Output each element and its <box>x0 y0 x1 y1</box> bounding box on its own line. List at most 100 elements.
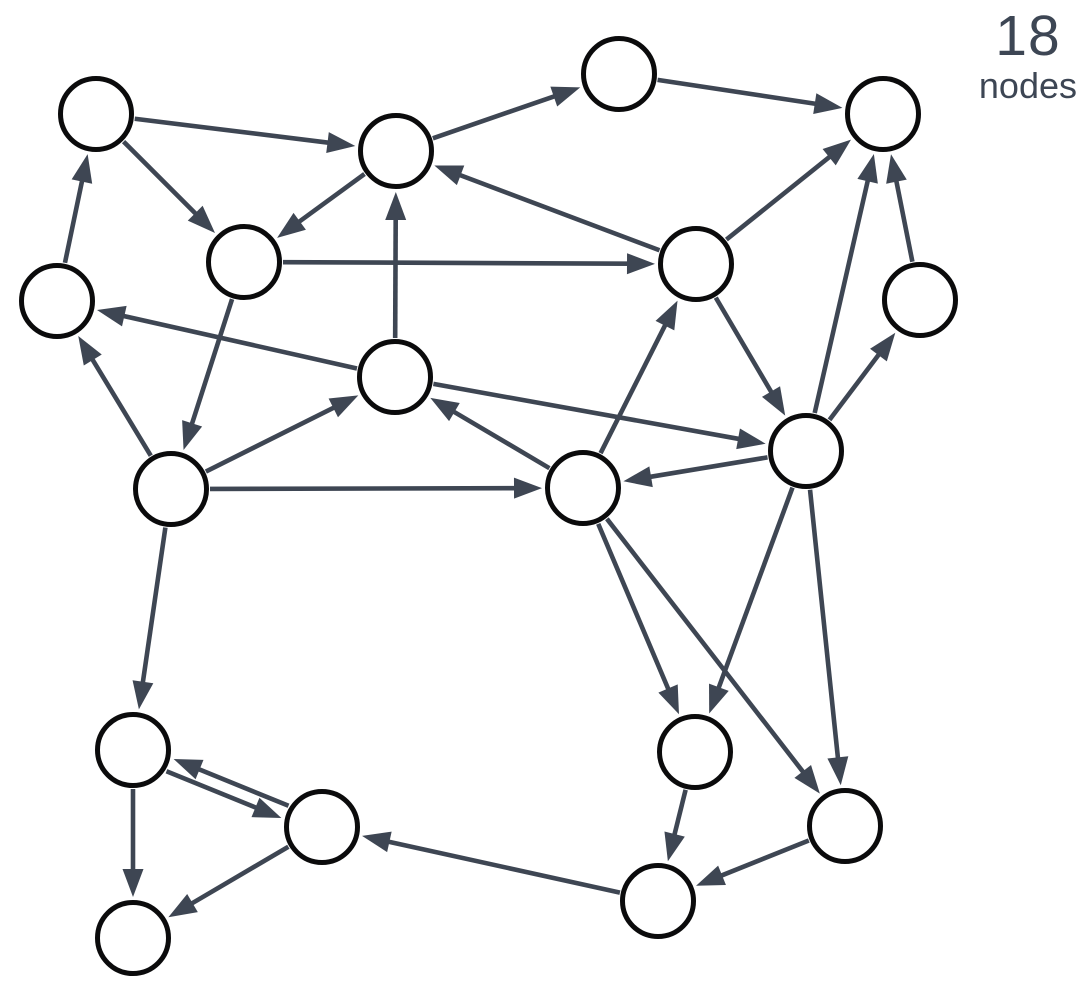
edge-line <box>715 486 795 691</box>
edge-arrowhead <box>430 397 460 422</box>
graph-edge <box>827 332 896 422</box>
edge-line <box>647 455 768 480</box>
node-count-unit: nodes <box>978 65 1077 106</box>
edge-arrowhead <box>182 420 203 450</box>
graph-node <box>19 263 95 339</box>
edge-arrowhead <box>658 684 679 715</box>
edge-line <box>807 489 841 761</box>
edge-arrowhead <box>97 305 127 327</box>
graph-edge <box>362 831 621 895</box>
edge-arrowhead <box>132 680 154 710</box>
graph-edge <box>122 789 144 897</box>
edge-line <box>596 523 672 693</box>
edge-line <box>671 789 688 838</box>
graph-edge <box>696 838 810 886</box>
graph-edge <box>165 769 282 819</box>
edge-arrowhead <box>626 253 656 275</box>
graph-edge <box>204 395 359 474</box>
graph-node <box>206 224 282 300</box>
edge-line <box>893 178 915 263</box>
graph-edge <box>709 486 795 714</box>
edge-line <box>121 139 199 217</box>
edge-arrowhead <box>794 765 820 794</box>
graph-node <box>657 714 733 790</box>
edge-arrowhead <box>434 165 465 186</box>
graph-edge <box>713 296 786 416</box>
graph-node <box>581 36 657 112</box>
edge-line <box>605 517 807 776</box>
edge-line <box>140 527 168 686</box>
edge-arrowhead <box>168 894 198 918</box>
edge-line <box>713 296 775 396</box>
edge-arrowhead <box>655 300 678 331</box>
edge-arrowhead <box>857 153 878 184</box>
graph-node <box>95 900 171 976</box>
edge-line <box>432 381 742 442</box>
graph-edge <box>434 165 661 253</box>
edge-line <box>295 172 366 225</box>
edge-line <box>718 838 810 879</box>
graph-node <box>133 451 209 527</box>
edge-line <box>657 77 819 107</box>
edge-line <box>189 298 235 427</box>
edge-arrowhead <box>813 93 843 115</box>
edge-line <box>827 351 883 422</box>
edge-arrowhead <box>385 191 407 221</box>
edge-arrowhead <box>827 756 849 786</box>
edge-line <box>195 766 290 808</box>
graph-edge <box>173 758 290 808</box>
graph-edge <box>62 154 93 264</box>
graph-edge <box>812 153 878 414</box>
edge-line <box>724 153 833 242</box>
graph-edge <box>121 139 216 234</box>
edge-arrowhead <box>187 205 216 234</box>
graph-edge <box>664 789 688 862</box>
graph-edge <box>432 381 766 450</box>
edge-line <box>209 485 518 492</box>
graph-node <box>357 339 433 415</box>
graph-edge <box>657 77 843 115</box>
graph-edge <box>168 844 290 918</box>
edge-arrowhead <box>886 154 907 184</box>
edge-line <box>188 844 290 907</box>
edge-line <box>204 404 337 474</box>
graph-edge <box>134 116 356 153</box>
edge-arrowhead <box>173 758 204 780</box>
edge-arrowhead <box>122 869 144 897</box>
graph-node <box>658 226 734 302</box>
graph-edge <box>97 305 358 371</box>
graph-node <box>284 789 360 865</box>
graph-node <box>882 262 958 338</box>
graph-edge <box>432 86 581 141</box>
node-count-value: 18 <box>995 4 1061 68</box>
graph-node <box>545 450 621 526</box>
edge-arrowhead <box>277 212 306 238</box>
graph-node <box>807 788 883 864</box>
edge-arrowhead <box>709 683 729 714</box>
graph-edge <box>277 172 366 238</box>
node-count-label: 18 nodes <box>978 4 1077 107</box>
edge-arrowhead <box>550 86 581 107</box>
graph-edge <box>182 298 235 450</box>
graph-node <box>845 76 921 152</box>
edge-line <box>134 116 331 146</box>
edge-line <box>392 216 399 339</box>
edge-line <box>62 178 85 264</box>
graph-edge <box>282 253 656 275</box>
graph-edge <box>430 397 551 471</box>
edge-arrowhead <box>761 386 786 416</box>
graph-edge <box>605 517 820 794</box>
graph-edge <box>724 139 852 242</box>
edge-arrowhead <box>623 466 653 488</box>
edge-line <box>385 838 621 895</box>
graph-edge <box>209 477 543 499</box>
graph-node <box>358 113 434 189</box>
graph-edge <box>807 489 849 786</box>
edge-line <box>450 408 551 471</box>
edge-arrowhead <box>822 139 852 166</box>
edge-line <box>598 321 669 455</box>
edge-line <box>812 177 871 414</box>
graph-edge <box>78 336 153 457</box>
edge-line <box>165 769 260 811</box>
